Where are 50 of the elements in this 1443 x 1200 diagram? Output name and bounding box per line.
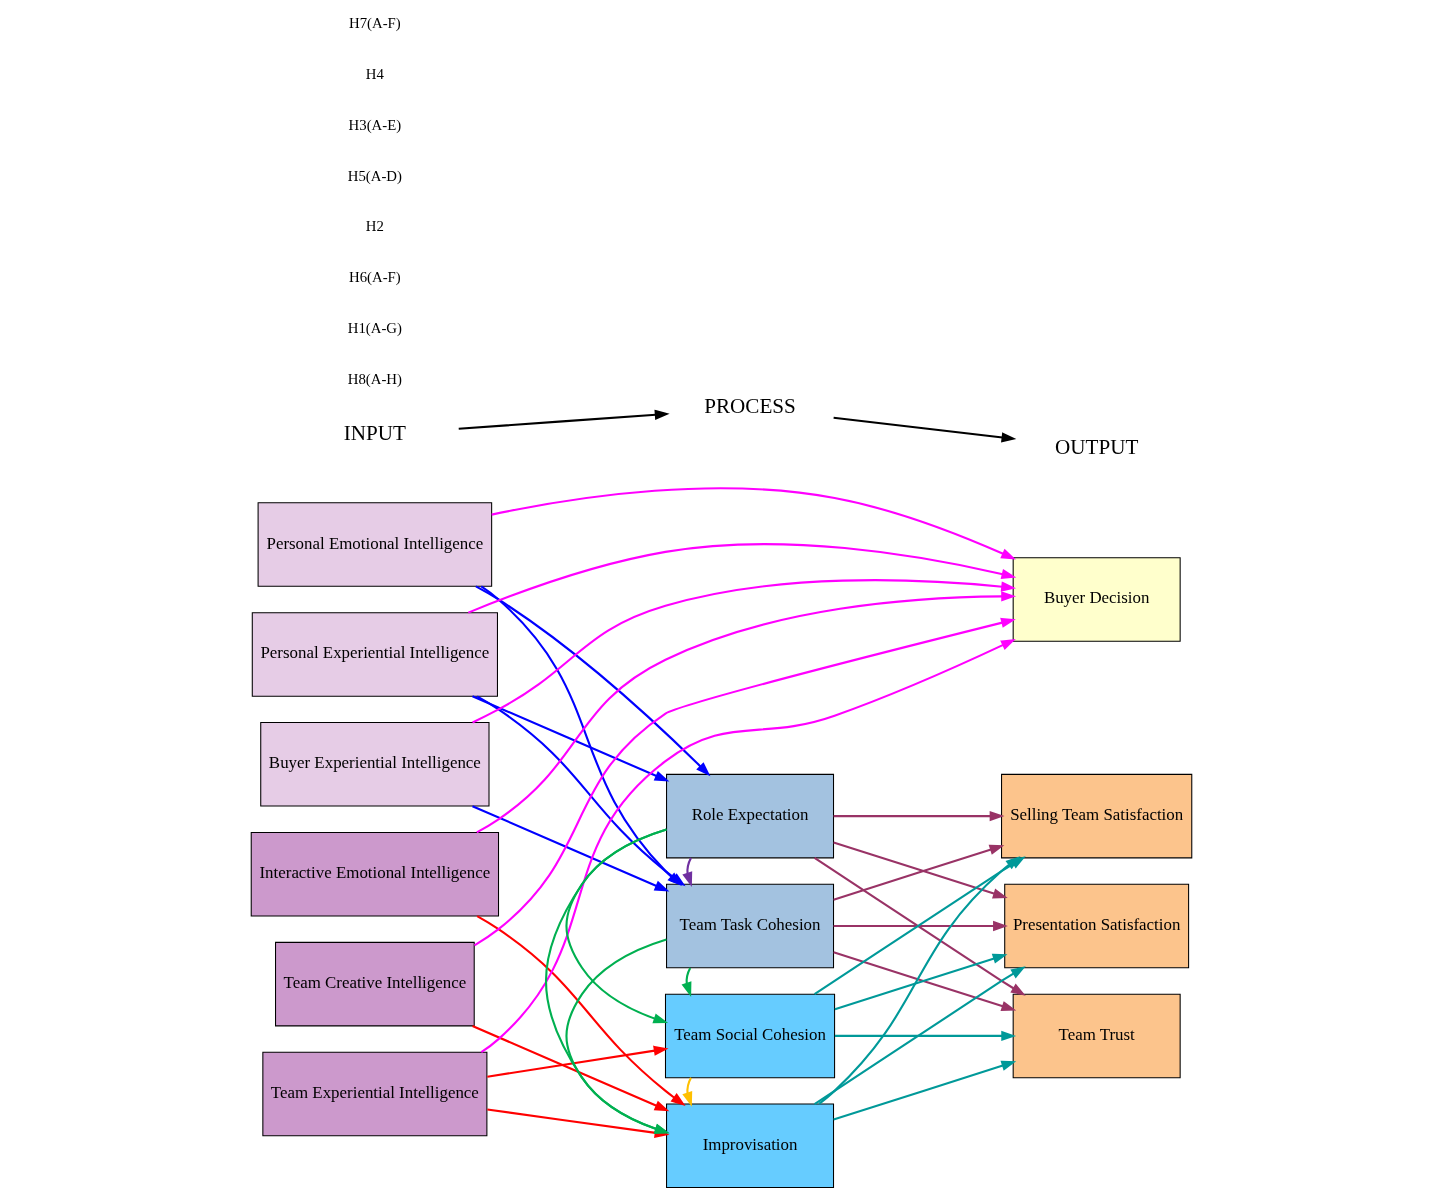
arrow bbox=[491, 487, 1016, 560]
node-box: Buyer Experiential Intelligence bbox=[260, 722, 490, 807]
node-box: Personal Emotional Intelligence bbox=[257, 502, 493, 587]
label: H1(A-G) bbox=[347, 319, 402, 336]
node-box: Team Social Cohesion bbox=[664, 993, 836, 1079]
node-box: Presentation Satisfaction bbox=[1004, 883, 1190, 969]
arrow bbox=[476, 915, 686, 1106]
node-box: Role Expectation bbox=[666, 773, 835, 859]
arrow bbox=[681, 967, 692, 997]
arrow bbox=[682, 1077, 693, 1107]
arrow bbox=[487, 1045, 669, 1078]
arrow bbox=[458, 409, 670, 430]
arrow bbox=[833, 810, 1005, 822]
node-box: Team Trust bbox=[1012, 993, 1181, 1079]
label: H4 bbox=[365, 66, 384, 83]
node-box: Interactive Emotional Intelligence bbox=[250, 831, 500, 917]
arrow bbox=[565, 938, 670, 1134]
node-box: Personal Experiential Intelligence bbox=[251, 612, 498, 697]
arrow bbox=[834, 1030, 1017, 1042]
arrow bbox=[472, 805, 670, 892]
arrow bbox=[475, 585, 711, 777]
arrow bbox=[472, 695, 670, 782]
node-text: OUTPUT bbox=[1055, 434, 1139, 459]
node-text: PROCESS bbox=[704, 394, 796, 419]
arrow bbox=[472, 1025, 670, 1112]
arrow bbox=[682, 857, 693, 887]
arrow bbox=[472, 579, 1016, 724]
node-box: Selling Team Satisfaction bbox=[1001, 773, 1193, 859]
label: H2 bbox=[365, 218, 384, 235]
arrow bbox=[833, 920, 1008, 932]
label: H3(A-E) bbox=[348, 116, 402, 133]
label: H5(A-D) bbox=[347, 167, 402, 184]
node-text: INPUT bbox=[343, 420, 406, 445]
arrow bbox=[545, 828, 670, 1134]
arrow bbox=[833, 1060, 1017, 1121]
arrow bbox=[467, 543, 1017, 614]
arrow bbox=[818, 856, 1021, 1105]
arrow bbox=[480, 638, 1016, 1054]
label: H7(A-F) bbox=[349, 15, 401, 32]
node-box: Improvisation bbox=[666, 1103, 835, 1189]
node-box: Buyer Decision bbox=[1012, 557, 1181, 642]
arrow bbox=[473, 617, 1016, 947]
label: H6(A-F) bbox=[349, 269, 401, 286]
arrow bbox=[813, 966, 1026, 1105]
node-box: Team Task Cohesion bbox=[666, 883, 835, 969]
node-box: Team Creative Intelligence bbox=[275, 941, 475, 1027]
label: H8(A-H) bbox=[347, 370, 402, 387]
arrow bbox=[476, 591, 1017, 834]
node-box: Team Experiential Intelligence bbox=[262, 1051, 488, 1137]
arrow bbox=[833, 416, 1017, 443]
